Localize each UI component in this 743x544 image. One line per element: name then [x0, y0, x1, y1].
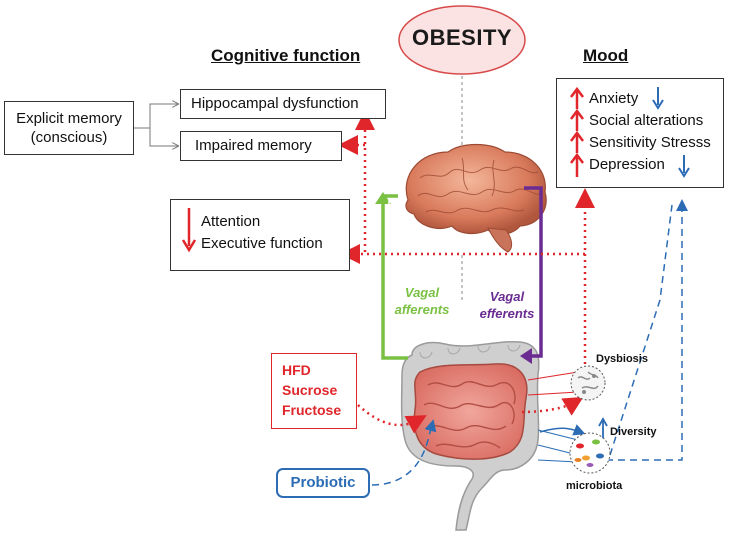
- vagal-efferent-path: [524, 186, 543, 358]
- attention-executive-box: Attention Executive function: [170, 199, 350, 271]
- impaired-memory-label: Impaired memory: [195, 137, 312, 154]
- vagal-efferents-label: Vagal efferents: [474, 288, 540, 322]
- blue-dashed-probiotic: [371, 419, 437, 486]
- vagal-efferent-arrowhead: [520, 348, 532, 364]
- vagal-afferents-label: Vagal afferents: [391, 284, 453, 318]
- vagal-efferents-line2: efferents: [479, 306, 535, 321]
- dysbiosis-connector: [527, 371, 579, 396]
- brain-illustration: [405, 143, 547, 253]
- diet-fructose: Fructose: [282, 402, 342, 418]
- microbiota-circle: [569, 432, 611, 474]
- depression-down-arrow: [678, 155, 690, 178]
- memory-connector-top: [134, 104, 178, 129]
- attention-label: Attention: [201, 213, 261, 230]
- explicit-memory-line2: (conscious): [30, 129, 108, 146]
- vagal-efferents-line1: Vagal: [489, 289, 525, 304]
- mood-box: Anxiety Social alterations Sensitivity S…: [556, 78, 724, 188]
- mood-heading: Mood: [583, 46, 629, 65]
- blue-dashed-microbiota-right: [606, 199, 688, 461]
- mood-up-arrows: [570, 87, 584, 177]
- dysbiosis-circle: [570, 365, 606, 401]
- diet-sucrose: Sucrose: [282, 382, 338, 398]
- anxiety-down-arrow: [652, 87, 664, 110]
- microbiota-label: microbiota: [566, 480, 623, 492]
- dysbiosis-label: Dysbiosis: [596, 353, 648, 365]
- memory-connector-bottom: [149, 128, 178, 146]
- vagal-afferent-arrowhead: [375, 192, 391, 204]
- vagal-afferents-line1: Vagal: [404, 285, 440, 300]
- hippocampal-box: Hippocampal dysfunction: [180, 89, 386, 119]
- attention-down-arrow: [181, 208, 197, 253]
- small-intestine-loops: [423, 381, 516, 449]
- diversity-up-arrow: [598, 417, 608, 438]
- red-dotted-dysbiosis: [521, 396, 584, 416]
- explicit-memory-line1: Explicit memory: [16, 110, 122, 127]
- diet-box: HFD Sucrose Fructose: [271, 353, 357, 429]
- diet-hfd: HFD: [282, 362, 311, 378]
- blue-arrow-to-microbiota: [539, 424, 586, 436]
- cognitive-function-heading: Cognitive function: [211, 46, 361, 65]
- blue-dashed-diversity: [609, 204, 673, 456]
- vagal-afferent-path: [381, 194, 408, 360]
- probiotic-label: Probiotic: [290, 474, 356, 491]
- impaired-memory-box: Impaired memory: [180, 131, 342, 161]
- explicit-memory-box: Explicit memory (conscious): [4, 101, 134, 155]
- executive-function-label: Executive function: [201, 235, 323, 252]
- mood-item-stress: Sensitivity Stresss: [589, 134, 711, 151]
- hippocampal-label: Hippocampal dysfunction: [191, 95, 359, 112]
- obesity-ellipse: [398, 5, 526, 75]
- diversity-label: Diversity: [610, 426, 657, 438]
- colon-haustra: [419, 344, 521, 359]
- mood-item-social: Social alterations: [589, 112, 704, 129]
- vagal-afferent-border: [388, 198, 408, 353]
- mood-item-anxiety: Anxiety: [589, 90, 639, 107]
- probiotic-box: Probiotic: [276, 468, 370, 498]
- obesity-title: OBESITY: [412, 25, 513, 50]
- mood-item-depression: Depression: [589, 156, 665, 173]
- vagal-afferents-line2: afferents: [394, 302, 450, 317]
- red-dotted-diet: [357, 404, 427, 434]
- small-intestine: [413, 363, 528, 460]
